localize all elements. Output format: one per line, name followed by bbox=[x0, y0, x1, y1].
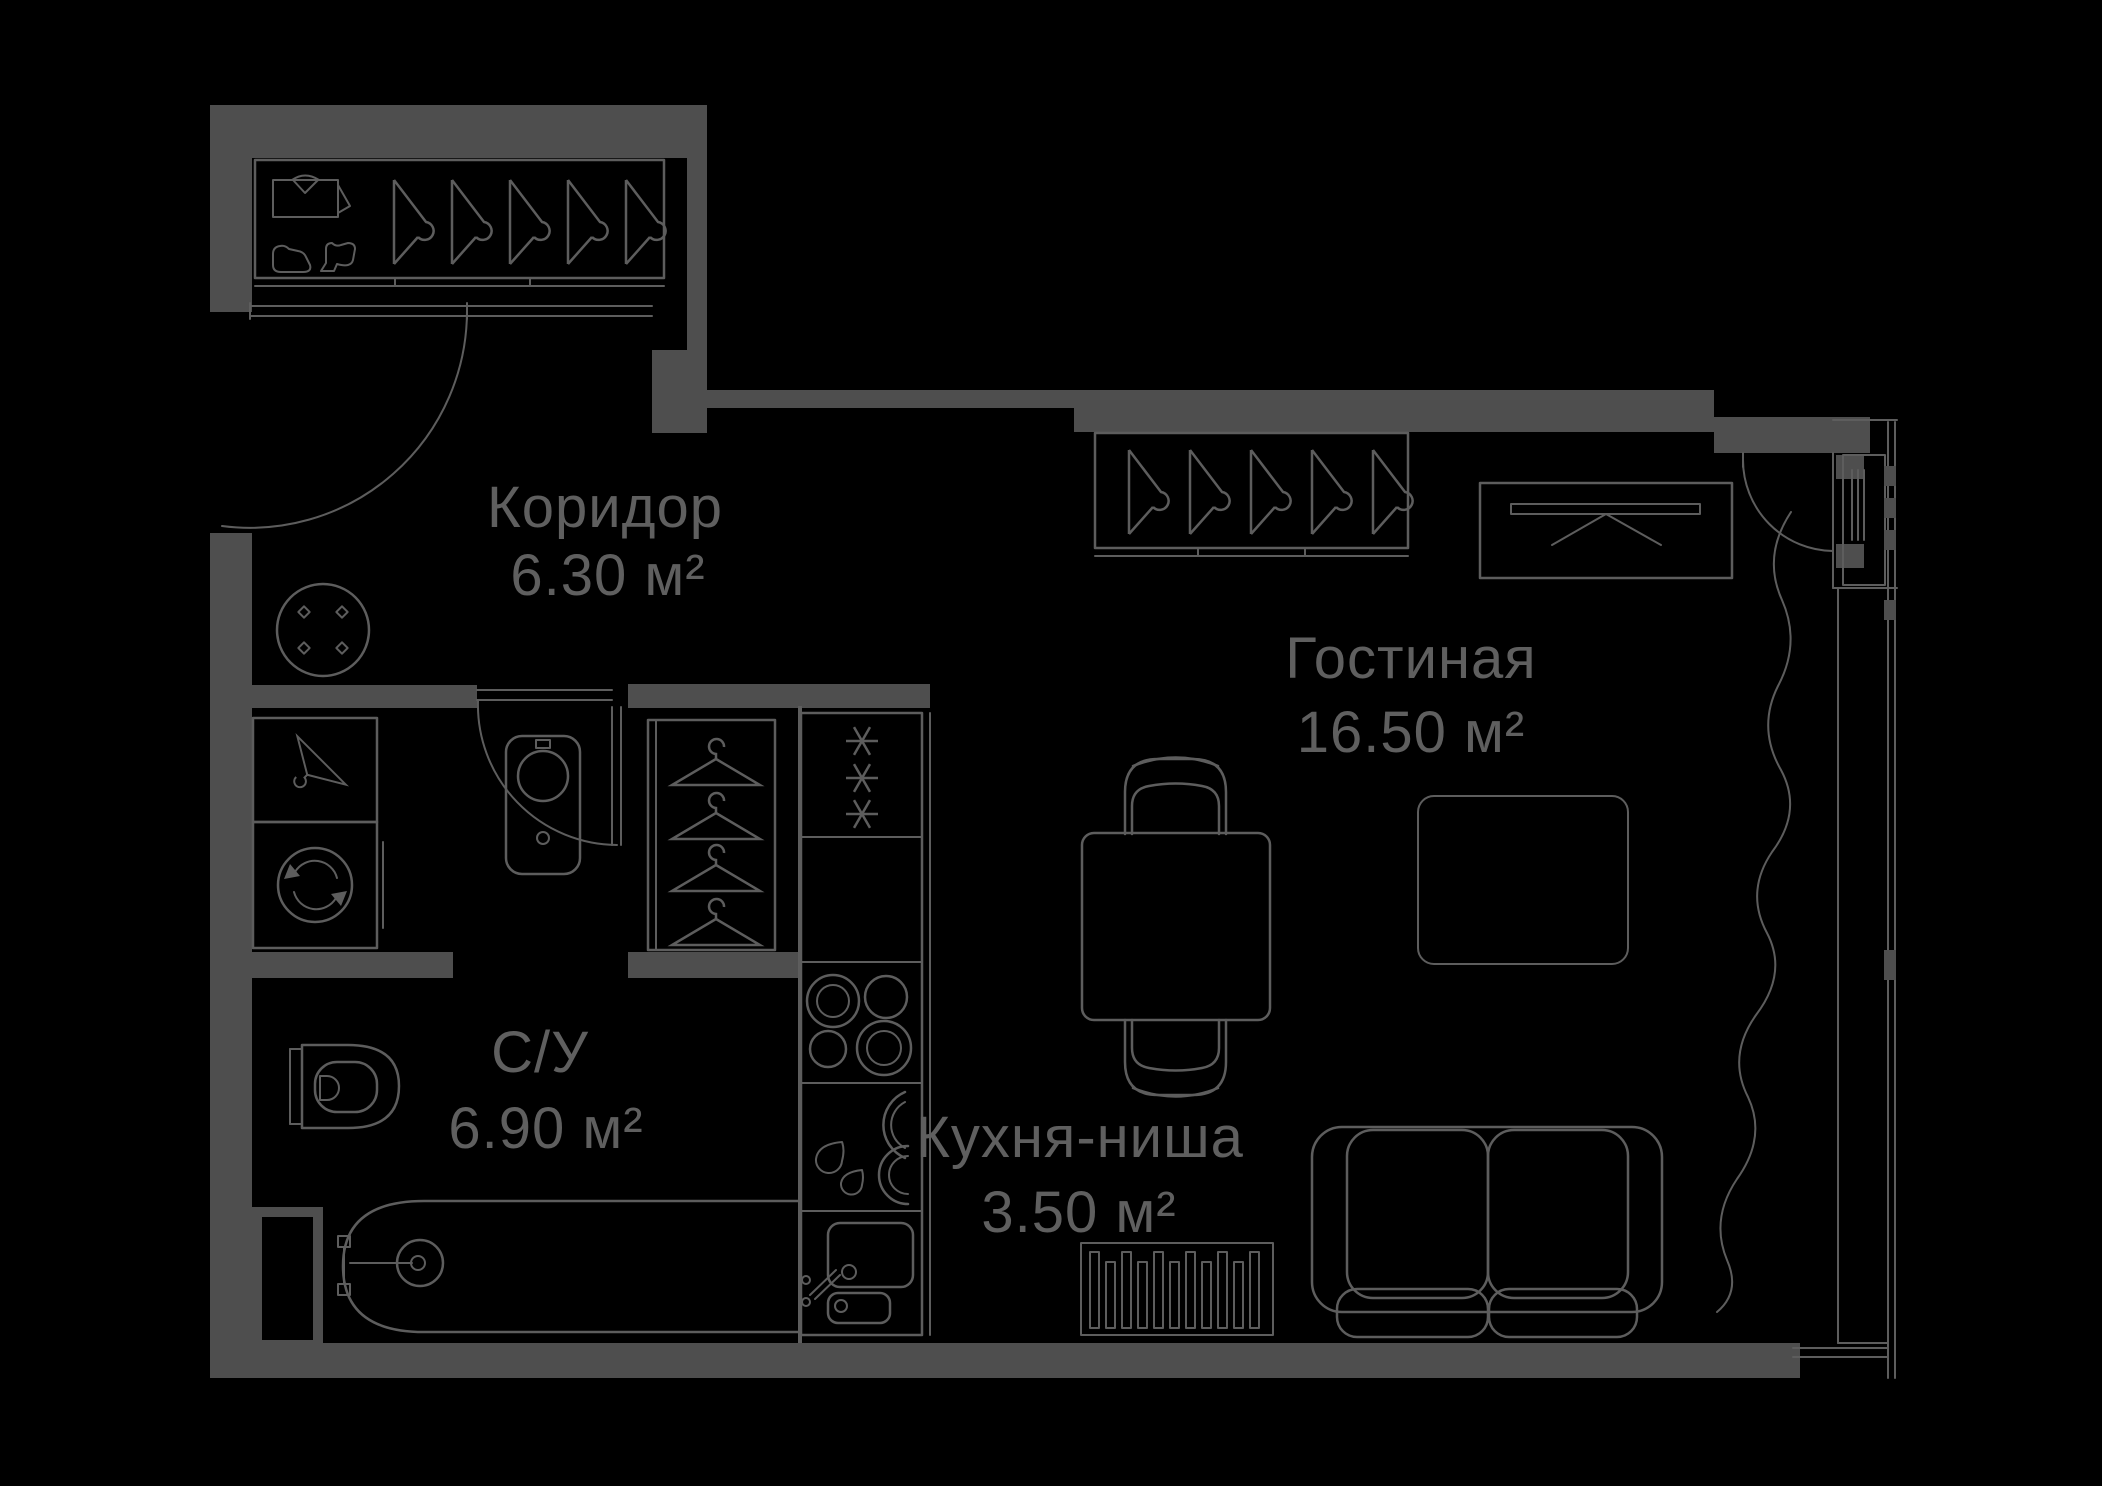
round-table-icon bbox=[275, 582, 371, 678]
living-wardrobe-outline bbox=[1093, 431, 1410, 550]
hanger-icon bbox=[1310, 448, 1353, 536]
wardrobe-hangers bbox=[670, 737, 762, 947]
bathroom bbox=[289, 689, 801, 1334]
hanger-icon bbox=[1249, 448, 1292, 536]
entry-wardrobe bbox=[253, 158, 667, 287]
room-area: 6.30 м² bbox=[510, 543, 705, 608]
room-label-gostinaya: Гостиная 16.50 м² bbox=[1285, 626, 1536, 765]
duct-shaft-icon bbox=[252, 1207, 323, 1350]
boots-icon bbox=[272, 242, 356, 273]
room-name: С/У bbox=[491, 1020, 589, 1085]
room-label-koridor: Коридор 6.30 м² bbox=[487, 475, 723, 608]
dining-table-icon bbox=[1080, 831, 1272, 1022]
living-wardrobe bbox=[1093, 431, 1414, 557]
entry-hangers bbox=[392, 178, 667, 266]
toilet-icon bbox=[289, 1043, 401, 1130]
room-area: 3.50 м² bbox=[981, 1180, 1176, 1245]
wall-top-thick bbox=[1074, 390, 1714, 432]
hanger-icon bbox=[450, 178, 493, 266]
door-swing-icon bbox=[221, 310, 468, 529]
hanger-icon bbox=[670, 897, 762, 947]
wall-below-closet bbox=[628, 952, 800, 978]
shower-icon bbox=[337, 1235, 445, 1296]
room-name: Гостиная bbox=[1285, 626, 1536, 691]
wall-entry-left bbox=[210, 105, 252, 312]
room-label-su: С/У 6.90 м² bbox=[448, 1020, 643, 1161]
door-swing-icon bbox=[476, 700, 618, 846]
corridor-round-table bbox=[275, 582, 371, 678]
dishes-drops-icon bbox=[814, 1090, 910, 1206]
sofa-icon bbox=[1310, 1125, 1664, 1339]
washing-machine-icon bbox=[276, 846, 354, 924]
entry-wardrobe-outline bbox=[253, 158, 666, 280]
chair-icon bbox=[1123, 756, 1228, 836]
wall-corridor-bath bbox=[250, 685, 477, 708]
stove-burners-icon bbox=[805, 973, 913, 1077]
hanger-icon bbox=[1127, 448, 1170, 536]
door-swing-icon bbox=[1742, 459, 1834, 552]
hanger-icon bbox=[270, 735, 347, 812]
room-area: 16.50 м² bbox=[1297, 700, 1525, 765]
wall-vestibule-right-lower bbox=[652, 350, 707, 433]
hanger-icon bbox=[670, 737, 762, 787]
hanger-icon bbox=[1188, 448, 1231, 536]
hanger-icon bbox=[508, 178, 551, 266]
wall-closet-kitchen-top bbox=[628, 684, 930, 708]
room-name: Кухня-ниша bbox=[916, 1105, 1244, 1170]
wall-vestibule-right-upper bbox=[687, 158, 707, 350]
curtain-icon bbox=[1716, 511, 1792, 1313]
room-name: Коридор bbox=[487, 475, 723, 540]
wall-top-right-step bbox=[1714, 417, 1870, 453]
hanger-icon bbox=[670, 843, 762, 893]
wall-bottom bbox=[210, 1343, 1800, 1378]
room-labels: Коридор 6.30 м² Гостиная 16.50 м² С/У 6.… bbox=[448, 475, 1536, 1245]
hanger-icon bbox=[670, 791, 762, 841]
closet-box-washer bbox=[251, 820, 379, 950]
wardrobe-closet bbox=[646, 718, 777, 952]
window-wall bbox=[1742, 419, 1898, 1379]
hanger-icon bbox=[624, 178, 667, 266]
wardrobe-outline bbox=[646, 718, 777, 952]
bathtub-icon bbox=[337, 1199, 801, 1334]
living-room bbox=[1080, 431, 1792, 1339]
room-area: 6.90 м² bbox=[448, 1096, 643, 1161]
hanger-icon bbox=[1371, 448, 1414, 536]
room-label-kukhnya: Кухня-ниша 3.50 м² bbox=[916, 1105, 1244, 1245]
wall-entry-top bbox=[210, 105, 707, 158]
wall-left-main bbox=[210, 533, 252, 1378]
wall-top-thin bbox=[707, 390, 1074, 408]
hanger-icon bbox=[392, 178, 435, 266]
hanger-icon bbox=[566, 178, 609, 266]
dining-set bbox=[1080, 756, 1272, 1098]
window-icon bbox=[1792, 421, 1896, 1379]
closet-box-hanger bbox=[251, 716, 379, 824]
shirt-icon bbox=[272, 174, 351, 218]
rug-icon bbox=[1417, 795, 1629, 965]
wall-closet-toilet bbox=[250, 952, 453, 978]
walls bbox=[210, 105, 1870, 1378]
tv-console-icon bbox=[1478, 481, 1734, 580]
washbasin-icon bbox=[504, 734, 582, 876]
entry-door bbox=[221, 302, 653, 529]
utility-closet bbox=[251, 716, 384, 950]
radiator-icon bbox=[1080, 1242, 1274, 1336]
kitchen-cabinet-outline bbox=[799, 711, 924, 1337]
kitchen-sink-icon bbox=[801, 1221, 915, 1325]
bathroom-door bbox=[476, 689, 622, 846]
fridge-snowflakes-icon bbox=[846, 726, 878, 829]
chair-icon bbox=[1123, 1018, 1228, 1098]
kitchen-niche bbox=[799, 711, 931, 1337]
balcony-door-icon bbox=[1742, 419, 1898, 589]
